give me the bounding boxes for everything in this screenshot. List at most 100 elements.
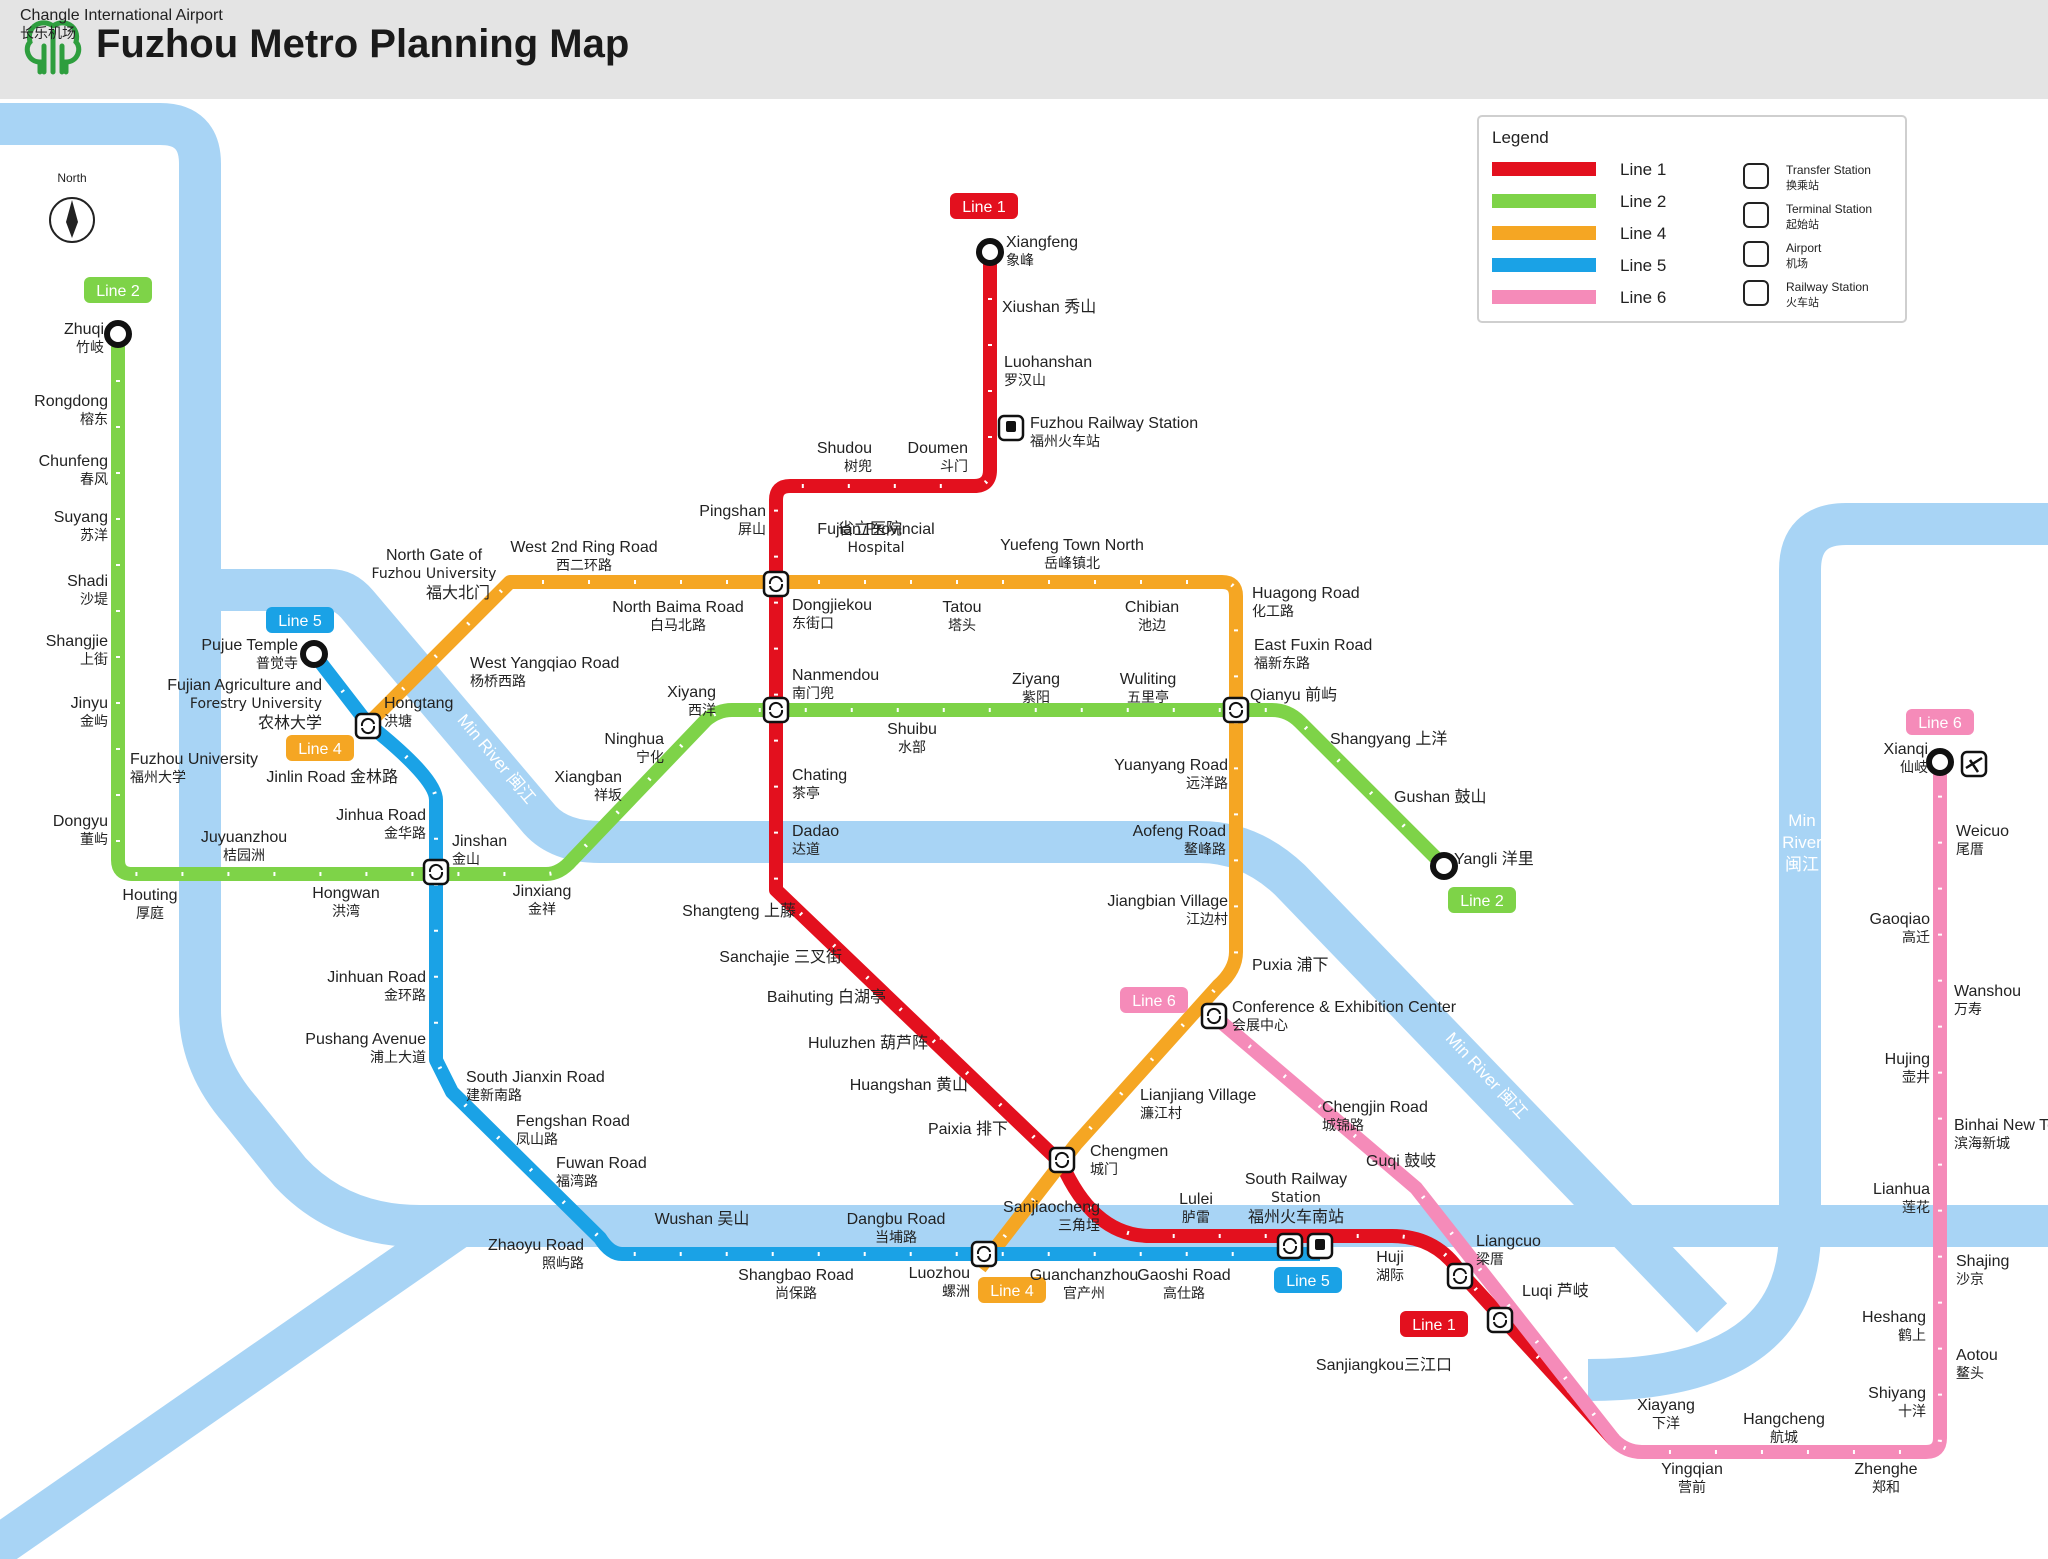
station-xiushan[interactable]: Xiushan 秀山: [1002, 298, 1096, 316]
transfer-icon[interactable]: [354, 712, 382, 740]
station-huangshan[interactable]: Huangshan 黄山: [850, 1076, 968, 1094]
station-shangteng[interactable]: Shangteng 上藤: [682, 902, 796, 920]
station-binhai-new-town[interactable]: Binhai New Town滨海新城: [1954, 1117, 2048, 1152]
transfer-icon[interactable]: [762, 696, 790, 724]
station-baihuting[interactable]: Baihuting 白湖亭: [767, 988, 886, 1006]
station-huluzhen[interactable]: Huluzhen 葫芦阵: [808, 1034, 928, 1052]
station-station[interactable]: 福大北门: [426, 584, 490, 602]
station-jinlin-road[interactable]: Jinlin Road 金林路: [266, 768, 398, 786]
station-luqi[interactable]: Luqi 芦岐: [1522, 1282, 1589, 1300]
transfer-icon[interactable]: [1200, 1002, 1228, 1030]
line-4-route[interactable]: [365, 575, 1243, 1273]
station-qianyu[interactable]: Qianyu 前屿: [1250, 686, 1337, 704]
transfer-icon[interactable]: [762, 570, 790, 598]
transfer-icon[interactable]: [1276, 1232, 1304, 1260]
station-sanchajie[interactable]: Sanchajie 三叉街: [719, 948, 842, 966]
line-2-route[interactable]: [111, 334, 1449, 881]
station-station[interactable]: 省立医院: [838, 520, 902, 538]
station-station[interactable]: 福州火车南站: [1248, 1208, 1344, 1226]
transfer-icon[interactable]: [422, 858, 450, 886]
station-paixia[interactable]: Paixia 排下: [928, 1120, 1008, 1138]
station-yangli[interactable]: Yangli 洋里: [1454, 850, 1534, 868]
station-wushan[interactable]: Wushan 吴山: [655, 1210, 750, 1228]
transfer-icon[interactable]: [970, 1240, 998, 1268]
station-guqi[interactable]: Guqi 鼓岐: [1366, 1152, 1436, 1170]
station-station[interactable]: 农林大学: [258, 714, 322, 732]
line-1-route[interactable]: [769, 252, 1620, 1445]
station-puxia[interactable]: Puxia 浦下: [1252, 956, 1328, 974]
station-gushan[interactable]: Gushan 鼓山: [1394, 788, 1487, 806]
transfer-icon[interactable]: [1048, 1146, 1076, 1174]
